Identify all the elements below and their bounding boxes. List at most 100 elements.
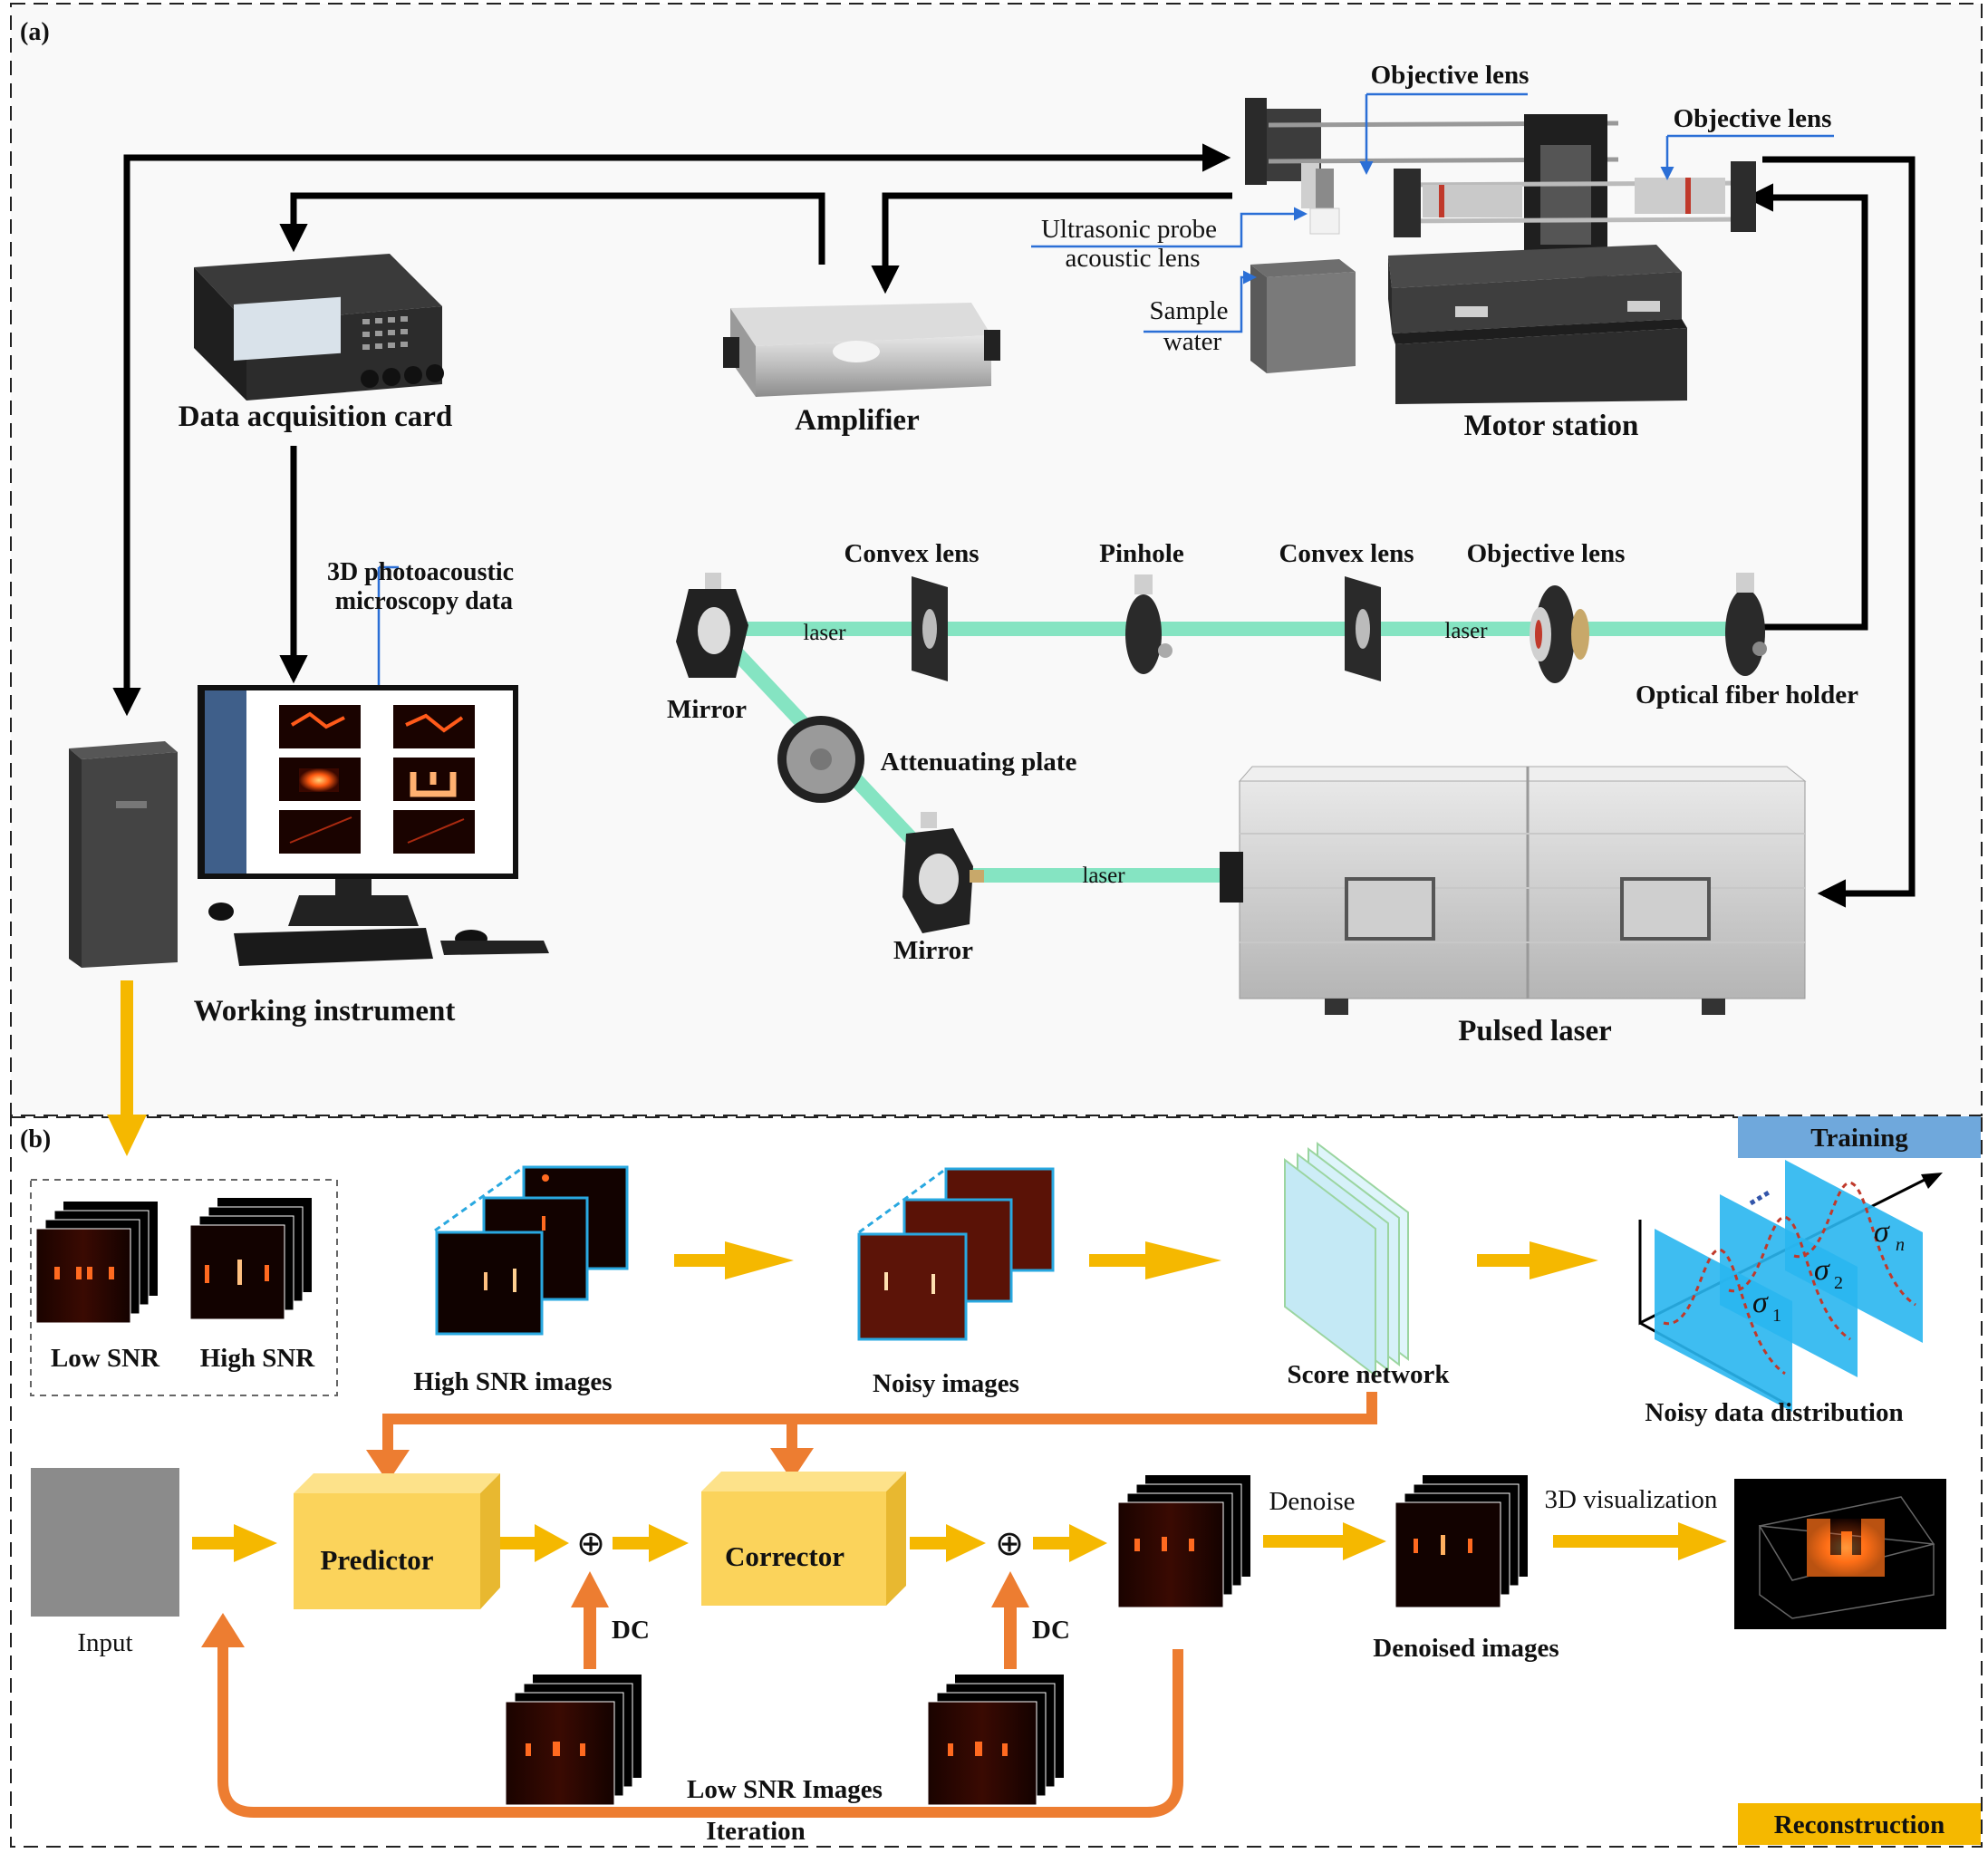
label-denoise: Denoise	[1269, 1487, 1355, 1516]
label-pam-data-line1: 3D photoacoustic	[327, 558, 514, 586]
label-amplifier: Amplifier	[795, 404, 919, 437]
convex-lens-1	[912, 576, 948, 681]
high-snr-stack	[189, 1198, 312, 1320]
arrow-amplifier-to-daq	[279, 192, 825, 265]
panel-a: (a) Data acquisition card	[10, 3, 1983, 1116]
label-sigma-2: σ	[1814, 1253, 1830, 1287]
keyboard-mouse	[208, 903, 549, 966]
mirror-1	[676, 573, 748, 678]
output-stack	[1117, 1475, 1250, 1608]
label-sigma-1: σ	[1752, 1286, 1769, 1319]
pinhole	[1125, 574, 1173, 674]
sample-water-tank	[1250, 259, 1356, 373]
score-feed-arrows	[382, 1392, 1377, 1455]
computer-tower	[69, 741, 178, 968]
label-objective-lens-2: Objective lens	[1674, 104, 1832, 133]
reconstruction-badge	[1738, 1803, 1981, 1845]
arrowhead-to-predictor	[366, 1450, 410, 1482]
label-laser-1: laser	[803, 621, 846, 645]
plus-symbol-2: ⊕	[995, 1525, 1024, 1563]
training-arrows	[674, 1241, 1598, 1279]
label-sigma-n-sub: n	[1896, 1235, 1905, 1255]
label-corrector: Corrector	[725, 1540, 844, 1572]
score-network	[1284, 1141, 1409, 1378]
label-iteration: Iteration	[706, 1817, 806, 1846]
reconstruction-arrows	[192, 1522, 1727, 1562]
label-score-network: Score network	[1287, 1360, 1450, 1389]
label-input: Input	[77, 1628, 132, 1657]
label-mirror-2: Mirror	[893, 936, 973, 965]
mirror-2	[902, 812, 984, 933]
label-sample: Sample	[1150, 296, 1229, 325]
arrow-fiber-to-stage	[1744, 183, 1868, 631]
label-acoustic-lens: acoustic lens	[1066, 244, 1201, 273]
reconstruction-badge-label: Reconstruction	[1774, 1810, 1945, 1839]
label-sigma-1-sub: 1	[1772, 1306, 1781, 1326]
label-predictor: Predictor	[320, 1544, 433, 1576]
label-laser-3: laser	[1082, 864, 1125, 888]
iteration-loop	[217, 1644, 1183, 1818]
low-snr-images-stack-2	[927, 1675, 1064, 1806]
label-low-snr: Low SNR	[51, 1344, 160, 1373]
label-sigma-n: σ	[1874, 1215, 1890, 1249]
label-pulsed-laser: Pulsed laser	[1458, 1015, 1612, 1047]
label-optical-fiber-holder: Optical fiber holder	[1636, 681, 1858, 709]
convex-lens-2	[1345, 576, 1381, 681]
arrow-probe-to-amplifier	[871, 192, 1232, 294]
optical-fiber-holder	[1725, 573, 1767, 676]
high-snr-images-stack	[434, 1165, 629, 1336]
dc-arrows	[571, 1571, 1029, 1669]
label-ultrasonic-probe: Ultrasonic probe	[1041, 215, 1217, 244]
corrector-box	[701, 1472, 906, 1606]
label-high-snr: High SNR	[200, 1344, 316, 1373]
label-noisy-data-distribution: Noisy data distribution	[1645, 1398, 1903, 1427]
data-acquisition-card	[194, 254, 444, 401]
motor-station	[1388, 245, 1687, 404]
panel-a-tag: (a)	[20, 18, 50, 46]
panel-b-tag: (b)	[20, 1125, 51, 1154]
label-objective-lens-3: Objective lens	[1467, 539, 1626, 568]
monitor	[198, 685, 518, 926]
arrowhead-iteration	[201, 1613, 245, 1647]
arrowhead-to-corrector	[770, 1448, 814, 1481]
3d-visualization-render	[1734, 1479, 1946, 1629]
label-pinhole: Pinhole	[1099, 539, 1184, 568]
dataset-box	[30, 1179, 338, 1396]
label-low-snr-images: Low SNR Images	[687, 1775, 883, 1804]
noisy-images-stack	[857, 1167, 1055, 1341]
label-water: water	[1163, 327, 1222, 356]
label-high-snr-images: High SNR images	[413, 1367, 612, 1396]
input-noise-image	[31, 1468, 179, 1617]
label-sigma-2-sub: 2	[1834, 1273, 1843, 1293]
label-motor-station: Motor station	[1464, 410, 1639, 442]
objective-lens-3	[1530, 585, 1589, 683]
label-mirror-1: Mirror	[667, 695, 747, 724]
label-data-acquisition-card: Data acquisition card	[179, 401, 453, 433]
label-noisy-images: Noisy images	[873, 1369, 1019, 1398]
noisy-data-distribution	[1638, 1160, 1943, 1412]
training-badge	[1738, 1116, 1981, 1158]
signal-arrows	[112, 143, 1916, 908]
arrow-panel-a-to-b	[107, 980, 147, 1156]
label-convex-lens-2: Convex lens	[1279, 539, 1414, 568]
ultrasonic-probe	[1309, 169, 1340, 235]
label-working-instrument: Working instrument	[194, 995, 456, 1028]
daq-screen	[234, 296, 341, 361]
denoised-images-stack	[1394, 1475, 1528, 1608]
label-denoised-images: Denoised images	[1373, 1634, 1559, 1663]
amplifier	[723, 303, 1000, 397]
training-badge-label: Training	[1810, 1124, 1908, 1153]
arrow-motor-to-laser	[1762, 156, 1916, 908]
label-dc-2: DC	[1032, 1616, 1070, 1645]
low-snr-stack	[35, 1202, 158, 1324]
label-dc-1: DC	[612, 1616, 650, 1645]
panel-b: (b) Training Reconstruction Low SNR	[10, 980, 1983, 1848]
label-convex-lens-1: Convex lens	[844, 539, 979, 568]
label-objective-lens-1: Objective lens	[1371, 61, 1530, 90]
callout-lines	[372, 92, 1834, 717]
plus-symbol-1: ⊕	[576, 1525, 605, 1563]
label-attenuating-plate: Attenuating plate	[881, 748, 1077, 777]
label-pam-data-line2: microscopy data	[335, 587, 513, 615]
